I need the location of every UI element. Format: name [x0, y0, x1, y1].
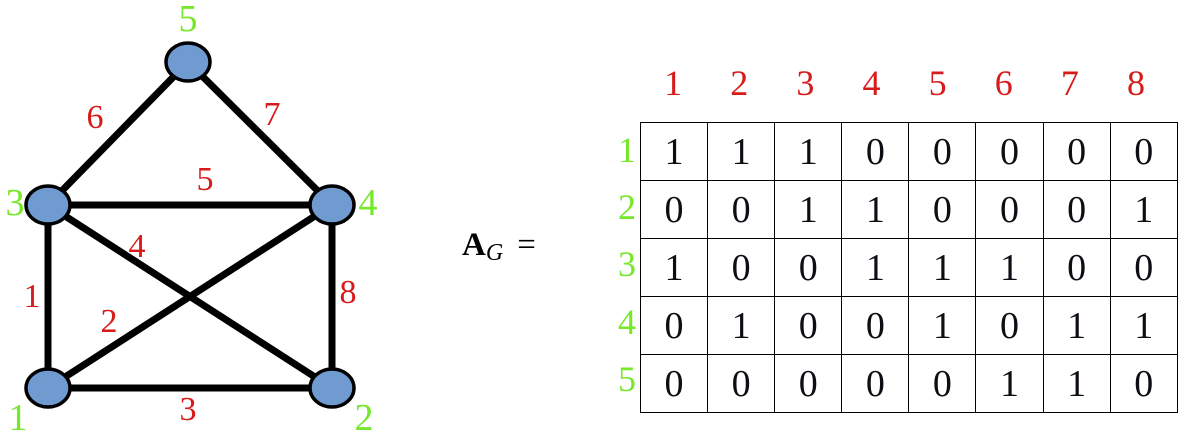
matrix-cell-r3-c7: 0 — [1042, 238, 1111, 297]
matrix-col-header-4: 4 — [862, 63, 881, 103]
matrix-col-header-3: 3 — [796, 63, 815, 103]
graph-edge-6 — [44, 58, 192, 209]
graph-node-3 — [24, 184, 72, 226]
matrix-cell-r3-c4: 1 — [841, 238, 910, 297]
matrix-cell-r3-c3: 0 — [774, 238, 843, 297]
matrix-cell-r2-c7: 0 — [1042, 180, 1111, 239]
edge-label-3: 3 — [179, 391, 197, 428]
matrix-row-header-3: 3 — [618, 244, 636, 285]
matrix-row-header-2: 2 — [618, 187, 636, 228]
matrix-cell-r1-c6: 0 — [975, 122, 1044, 181]
matrix-cell-r2-c6: 0 — [975, 180, 1044, 239]
edge-label-5: 5 — [196, 161, 214, 198]
matrix-cell-r4-c7: 1 — [1042, 296, 1111, 355]
matrix-cell-r4-c8: 1 — [1109, 296, 1178, 355]
graph-svg — [24, 41, 356, 409]
matrix-cell-r1-c2: 1 — [707, 122, 776, 181]
matrix-symbol: A — [462, 227, 486, 263]
matrix-cell-r2-c8: 1 — [1109, 180, 1178, 239]
matrix-cell-r4-c4: 0 — [841, 296, 910, 355]
matrix-cell-r2-c2: 0 — [707, 180, 776, 239]
matrix-cell-r2-c4: 1 — [841, 180, 910, 239]
matrix-cell-r4-c6: 0 — [975, 296, 1044, 355]
matrix-cell-r2-c3: 1 — [774, 180, 843, 239]
vertex-label-1: 1 — [8, 397, 28, 439]
matrix-cell-r1-c3: 1 — [774, 122, 843, 181]
matrix-cell-r4-c3: 0 — [774, 296, 843, 355]
graph-edge-7 — [184, 58, 336, 209]
matrix-cell-r1-c8: 0 — [1109, 122, 1178, 181]
edge-label-6: 6 — [86, 99, 104, 136]
matrix-cell-r5-c8: 0 — [1109, 354, 1178, 413]
matrix-col-header-5: 5 — [928, 63, 947, 103]
vertex-label-4: 4 — [358, 182, 378, 224]
edge-label-2: 2 — [100, 303, 118, 340]
matrix-col-header-7: 7 — [1060, 63, 1079, 103]
matrix-subscript: G — [485, 240, 504, 266]
matrix-equation-label: AG = — [462, 227, 536, 266]
graph-edges — [44, 58, 336, 392]
vertex-label-3: 3 — [5, 182, 25, 224]
matrix-cell-r5-c7: 1 — [1042, 354, 1111, 413]
matrix-cell-r5-c5: 0 — [908, 354, 977, 413]
matrix-cell-r4-c5: 1 — [908, 296, 977, 355]
graph-nodes — [24, 41, 356, 409]
matrix-col-header-8: 8 — [1126, 63, 1145, 103]
matrix-cell-r1-c4: 0 — [841, 122, 910, 181]
matrix-cell-r3-c1: 1 — [639, 238, 709, 297]
matrix-cell-r1-c7: 0 — [1042, 122, 1111, 181]
matrix-cell-r2-c1: 0 — [639, 180, 709, 239]
graph-diagram: 1 2 3 4 5 6 7 8 1 2 3 4 5 — [0, 0, 420, 439]
graph-node-2 — [308, 367, 356, 409]
edge-label-8: 8 — [339, 274, 357, 311]
matrix-col-header-2: 2 — [730, 63, 749, 103]
matrix-cell-r3-c2: 0 — [707, 238, 776, 297]
edge-label-4: 4 — [128, 228, 146, 265]
matrix-row-header-1: 1 — [618, 130, 636, 170]
edge-label-1: 1 — [23, 278, 41, 315]
matrix-cell-r1-c1: 1 — [639, 122, 709, 181]
matrix-cell-r1-c5: 0 — [908, 122, 977, 181]
matrix-cell-r5-c1: 0 — [639, 354, 709, 413]
edge-label-7: 7 — [263, 96, 281, 133]
vertex-label-5: 5 — [178, 0, 198, 40]
matrix-cell-r5-c4: 0 — [841, 354, 910, 413]
matrix-cell-r5-c2: 0 — [707, 354, 776, 413]
matrix-row-header-4: 4 — [618, 301, 636, 342]
matrix-cell-r3-c5: 1 — [908, 238, 977, 297]
matrix-col-header-1: 1 — [664, 63, 683, 103]
matrix-cell-r4-c2: 1 — [707, 296, 776, 355]
matrix-row-header-5: 5 — [618, 358, 636, 399]
matrix-cell-r3-c6: 1 — [975, 238, 1044, 297]
matrix-cell-r4-c1: 0 — [639, 296, 709, 355]
graph-node-5 — [164, 41, 212, 83]
matrix-column-headers: 1 2 3 4 5 6 7 8 — [640, 55, 1169, 115]
matrix-col-header-6: 6 — [994, 63, 1013, 103]
matrix-cell-r2-c5: 0 — [908, 180, 977, 239]
matrix-row-headers: 1 2 3 4 5 — [600, 122, 636, 408]
vertex-label-2: 2 — [354, 397, 374, 439]
graph-edge-4 — [44, 201, 336, 392]
equals-sign: = — [517, 227, 536, 263]
matrix-cell-r5-c6: 1 — [975, 354, 1044, 413]
graph-node-1 — [24, 367, 72, 409]
graph-node-4 — [308, 184, 356, 226]
matrix-cell-r3-c8: 0 — [1109, 238, 1178, 297]
matrix-cell-r5-c3: 0 — [774, 354, 843, 413]
